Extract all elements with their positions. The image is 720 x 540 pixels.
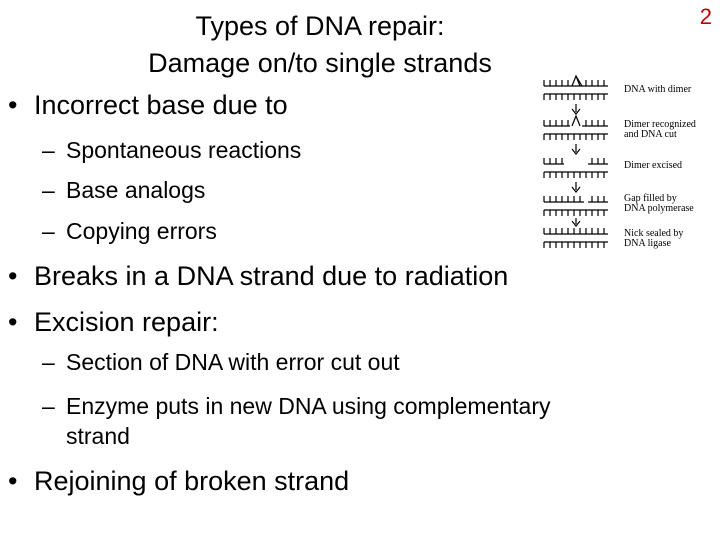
figure-label: Gap filled by: [624, 193, 677, 204]
dash-mark: –: [42, 137, 55, 163]
figure-label: Nick sealed by: [624, 228, 683, 239]
bullet-mark: •: [8, 307, 18, 337]
sub-item: –Copying errors: [42, 217, 217, 246]
arrow-down-icon: [571, 104, 581, 115]
sub-item-text: Section of DNA with error cut out: [66, 349, 400, 375]
arrow-down-icon: [571, 182, 581, 193]
bullet-item: • Incorrect base due to: [8, 88, 288, 122]
sub-item-text: Base analogs: [66, 177, 206, 203]
figure-label: DNA with dimer: [624, 84, 692, 95]
dna-strand-sealed: [543, 228, 608, 248]
figure-label: Dimer recognized: [624, 119, 696, 130]
slide-title: Types of DNA repair: Damage on/to single…: [100, 8, 540, 82]
dna-repair-diagram: DNA with dimer Dimer recognized and DNA …: [543, 74, 696, 249]
sub-item-text: Copying errors: [66, 218, 217, 244]
bullet-text: Rejoining of broken strand: [34, 466, 350, 496]
bullet-mark: •: [8, 261, 18, 291]
bullet-text: Excision repair:: [34, 307, 219, 337]
sub-item: –Spontaneous reactions: [42, 136, 301, 165]
bullet-text: Breaks in a DNA strand due to radiation: [34, 261, 509, 291]
slide-number: 2: [699, 4, 712, 29]
title-line-2: Damage on/to single strands: [148, 48, 492, 78]
sub-item: –Section of DNA with error cut out: [42, 348, 400, 377]
bullet-item: • Breaks in a DNA strand due to radiation: [8, 259, 508, 293]
title-line-1: Types of DNA repair:: [195, 11, 445, 41]
sub-item: –Base analogs: [42, 176, 205, 205]
figure-label: DNA polymerase: [624, 203, 694, 214]
dash-mark: –: [42, 393, 55, 419]
sub-item: –Enzyme puts in new DNA using complement…: [42, 392, 551, 421]
dna-strand-cut: [543, 114, 608, 140]
dash-mark: –: [42, 177, 55, 203]
figure-label: Dimer excised: [624, 160, 682, 171]
sub-item-continuation: strand: [66, 423, 130, 449]
sub-item-text: Spontaneous reactions: [66, 137, 302, 163]
bullet-mark: •: [8, 466, 18, 496]
dash-mark: –: [42, 349, 55, 375]
bullet-item: • Excision repair:: [8, 305, 219, 339]
arrow-down-icon: [571, 144, 581, 155]
sub-item-text: Enzyme puts in new DNA using complementa…: [66, 393, 551, 419]
bullet-mark: •: [8, 90, 18, 120]
bullet-text: Incorrect base due to: [34, 90, 288, 120]
figure-label: DNA ligase: [624, 238, 672, 249]
figure-label: and DNA cut: [624, 129, 677, 140]
dna-strand-gap-filled: [543, 196, 608, 216]
dna-strand-with-dimer: [543, 74, 608, 100]
dash-mark: –: [42, 218, 55, 244]
bullet-item: • Rejoining of broken strand: [8, 464, 349, 498]
dna-strand-excised: [543, 158, 608, 178]
arrow-down-icon: [571, 218, 581, 227]
